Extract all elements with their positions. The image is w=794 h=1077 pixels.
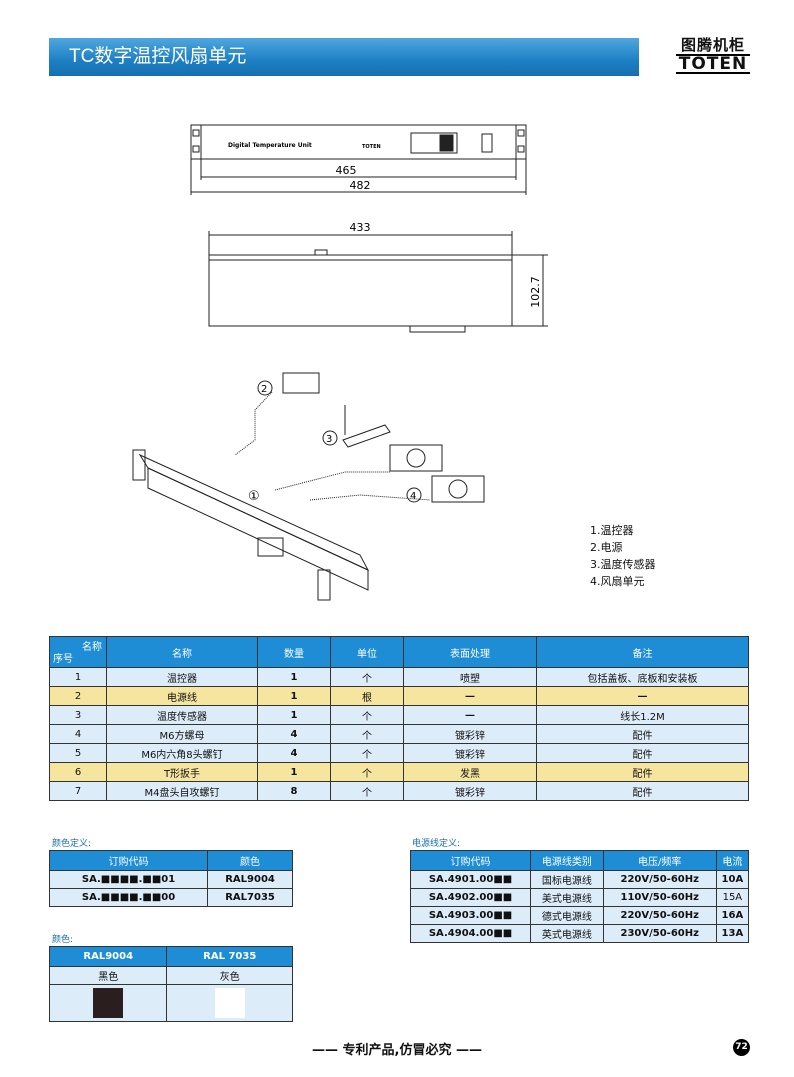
logo-en: TOTEN — [676, 54, 750, 74]
colors-caption: 颜色: — [52, 935, 74, 945]
page-title: TC数字温控风扇单元 — [69, 46, 247, 67]
callout-4: 4 — [410, 491, 416, 502]
footer-text: —— 专利产品,仿冒必究 —— — [312, 1043, 482, 1058]
color-swatch-black — [93, 988, 124, 1018]
dim-465: 465 — [336, 164, 357, 177]
panel-text: Digital Temperature Unit — [228, 142, 312, 149]
table-header: RAL9004 — [48, 946, 168, 967]
table-header: 订购代码 — [48, 850, 209, 871]
legend-item: 2.电源 — [590, 541, 623, 554]
color-swatch-gray — [214, 988, 245, 1018]
brand-logo: 图腾机柜 TOTEN — [676, 36, 750, 74]
panel-small: TOTEN — [362, 144, 381, 150]
page-number: 72 — [733, 1039, 750, 1056]
iso-fan-1 — [389, 444, 443, 472]
legend-item: 3.温度传感器 — [590, 558, 656, 571]
table-header: 电源线类别 — [530, 850, 604, 871]
legend-item: 1.温控器 — [590, 524, 634, 537]
logo-cn: 图腾机柜 — [680, 36, 745, 54]
dim-482: 482 — [350, 179, 371, 192]
color-def-caption: 颜色定义: — [52, 839, 92, 849]
legend-item: 4.风扇单元 — [590, 575, 645, 588]
table-header: 颜色 — [207, 850, 293, 871]
spec-header: 表面处理 — [403, 636, 537, 668]
iso-power-box — [282, 372, 320, 394]
callout-3: 3 — [326, 434, 332, 445]
table-header: 电压/频率 — [602, 850, 717, 871]
callout-1: ① — [248, 489, 260, 504]
side-view-outline — [208, 254, 513, 327]
spec-corner-header: 名称 序号 — [49, 636, 107, 668]
iso-fan-2 — [431, 475, 485, 503]
dim-102: 102.7 — [529, 276, 542, 308]
table-header: 电流 — [715, 850, 750, 871]
callout-2: 2 — [261, 384, 267, 395]
table-header: RAL 7035 — [166, 946, 293, 967]
power-def-caption: 电源线定义: — [412, 839, 461, 849]
spec-header: 单位 — [330, 636, 404, 668]
page-header-bar: TC数字温控风扇单元 — [49, 38, 639, 76]
table-header: 订购代码 — [409, 850, 532, 871]
table-row — [48, 984, 293, 1022]
front-display — [410, 132, 458, 154]
parts-legend: 1.温控器 2.电源 3.温度传感器 4.风扇单元 — [590, 522, 656, 590]
dim-433: 433 — [350, 221, 371, 234]
spec-header: 数量 — [257, 636, 331, 668]
spec-header: 名称 — [106, 636, 258, 668]
table-row: 黑色灰色 — [48, 966, 293, 985]
iso-unit-top — [138, 453, 370, 572]
spec-header: 备注 — [536, 636, 749, 668]
technical-drawing: Digital Temperature Unit TOTEN 465 482 4… — [132, 124, 548, 601]
iso-sensor — [342, 424, 391, 448]
iso-unit-front — [147, 467, 369, 591]
